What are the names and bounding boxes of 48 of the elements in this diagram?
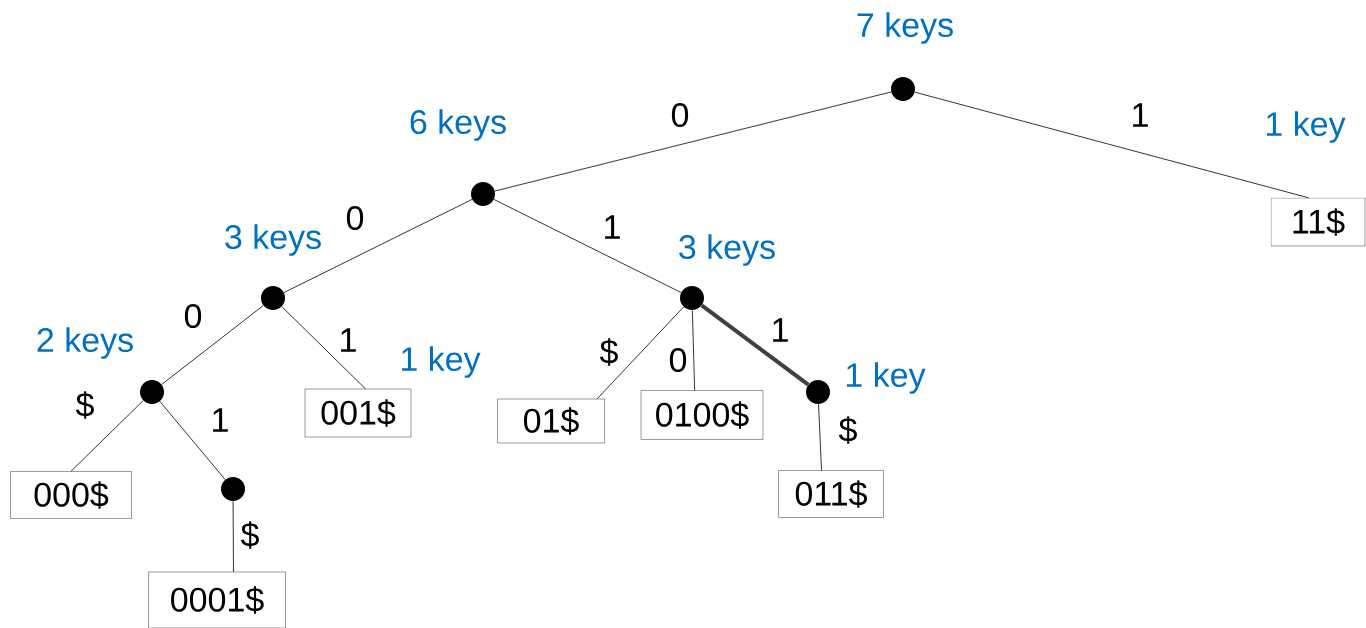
leaf-box: 0001$ <box>148 571 286 628</box>
edge-label: $ <box>239 520 261 550</box>
connector-line <box>596 306 685 400</box>
key-count-label: 3 keys <box>679 234 775 266</box>
edge-label: 1 <box>209 407 231 433</box>
leaf-box: 0100$ <box>640 390 764 440</box>
connector-line <box>281 306 366 390</box>
key-count-label: 1 key <box>846 362 926 394</box>
edge-label: 0 <box>182 302 204 330</box>
connector-line <box>159 400 226 481</box>
leaf-box: 001$ <box>304 388 412 438</box>
key-count-label: 7 keys <box>857 12 953 44</box>
node-dot <box>261 286 285 310</box>
key-count-label: 2 keys <box>37 327 133 359</box>
connector-line <box>70 400 144 472</box>
key-count-label: 6 keys <box>410 109 506 141</box>
connector-line <box>161 305 264 385</box>
connector-line <box>700 303 810 387</box>
edge-label: 1 <box>769 317 791 343</box>
edge-label: 1 <box>1129 102 1151 128</box>
leaf-box: 011$ <box>778 470 884 518</box>
key-count-label: 1 key <box>401 346 481 378</box>
edge-label: $ <box>74 390 96 420</box>
connector-line <box>818 403 822 471</box>
edge-label: $ <box>598 337 620 367</box>
node-dot <box>680 286 704 310</box>
connector-line <box>914 91 1309 199</box>
connector-line <box>493 199 682 293</box>
node-dot <box>471 182 495 206</box>
leaf-box: 000$ <box>10 471 132 519</box>
node-dot <box>221 477 245 501</box>
leaf-box: 01$ <box>497 398 605 444</box>
edge-label: 0 <box>669 101 691 129</box>
edge-label: 1 <box>337 327 359 353</box>
edge-label: 0 <box>667 346 689 374</box>
connector-line <box>494 91 892 192</box>
edge-label: $ <box>837 415 859 445</box>
connector-line <box>283 199 473 293</box>
node-dot <box>806 380 830 404</box>
edge-label: 0 <box>344 204 366 232</box>
connector-line <box>232 500 234 573</box>
key-count-label: 1 key <box>1266 111 1346 143</box>
key-count-label: 3 keys <box>225 224 321 256</box>
node-dot <box>140 380 164 404</box>
edge-label: 1 <box>601 214 623 240</box>
node-dot <box>891 77 915 101</box>
leaf-box: 11$ <box>1270 197 1366 247</box>
connector-line <box>691 309 696 391</box>
